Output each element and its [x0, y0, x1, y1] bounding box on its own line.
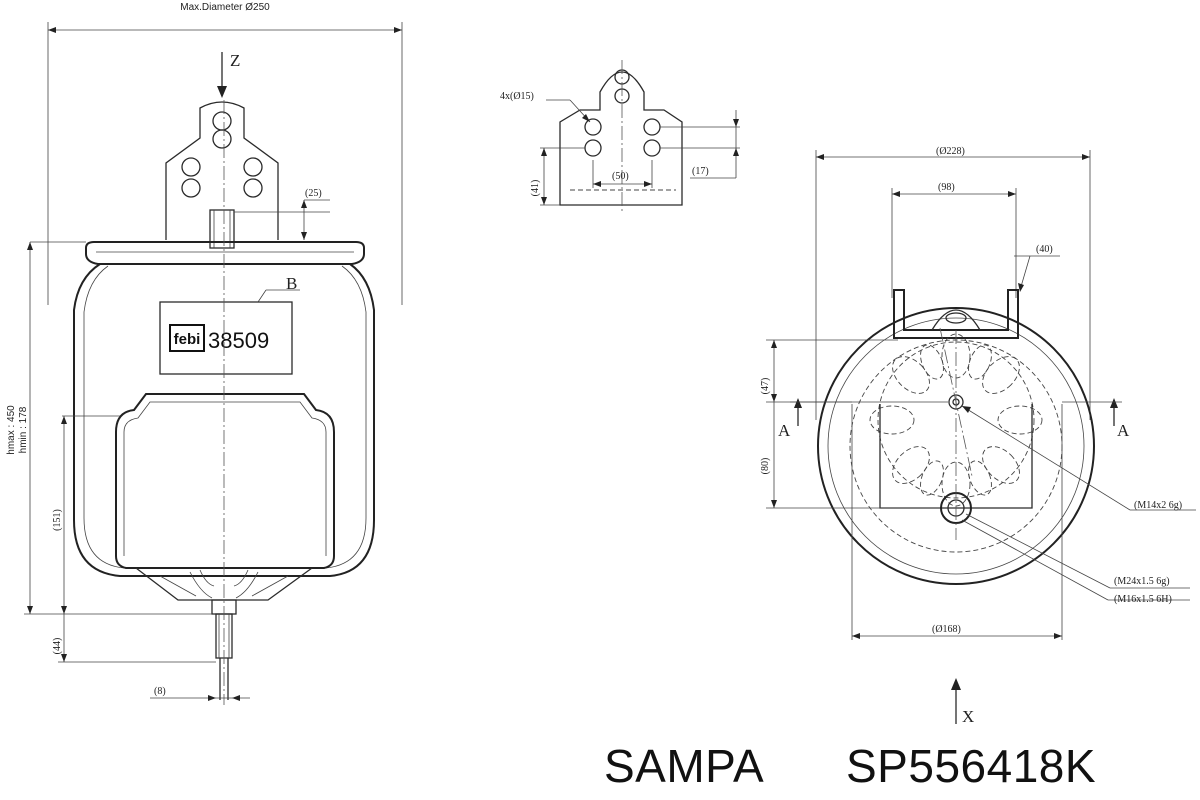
- callout-b: B: [286, 274, 297, 293]
- dim-98: (98): [938, 182, 955, 193]
- dim-44: (44): [52, 638, 63, 655]
- z-axis-label: Z: [230, 51, 240, 70]
- top-view: (Ø228) (98) (40): [760, 146, 1196, 726]
- thread-m24: (M24x1.5 6g): [1114, 576, 1170, 587]
- max-diameter-label: Max.Diameter Ø250: [180, 2, 270, 13]
- thread-m16: (M16x1.5 6H): [1114, 594, 1172, 605]
- hmax-label: hmax : 450: [6, 405, 17, 455]
- thread-m14: (M14x2 6g): [1134, 500, 1182, 511]
- dim-41: (41): [530, 180, 541, 197]
- dim-80: (80): [760, 458, 771, 475]
- dim-40: (40): [1036, 244, 1053, 255]
- dim-151: (151): [52, 509, 63, 531]
- section-a-right: A: [1117, 421, 1130, 440]
- side-view: Max.Diameter Ø250 Z (25): [6, 2, 403, 705]
- dim-50: (50): [612, 171, 629, 182]
- part-number-label: 38509: [208, 328, 269, 353]
- dim-17: (17): [692, 166, 709, 177]
- dim-228: (Ø228): [936, 146, 965, 157]
- caption-part-code: SP556418K: [846, 740, 1096, 792]
- dim-8: (8): [154, 686, 166, 697]
- febi-logo-text: febi: [174, 331, 201, 348]
- hmin-label: hmin : 178: [18, 406, 29, 453]
- caption-brand: SAMPA: [604, 740, 764, 792]
- febi-logo: febi: [169, 324, 205, 352]
- x-axis-label: X: [962, 707, 974, 726]
- dim-47: (47): [760, 378, 771, 395]
- dim-168: (Ø168): [932, 624, 961, 635]
- holes-callout: 4x(Ø15): [500, 91, 534, 102]
- section-a-left: A: [778, 421, 791, 440]
- bracket-detail: 4x(Ø15) (50) (41) (17): [500, 60, 740, 214]
- dim-25: (25): [305, 188, 322, 199]
